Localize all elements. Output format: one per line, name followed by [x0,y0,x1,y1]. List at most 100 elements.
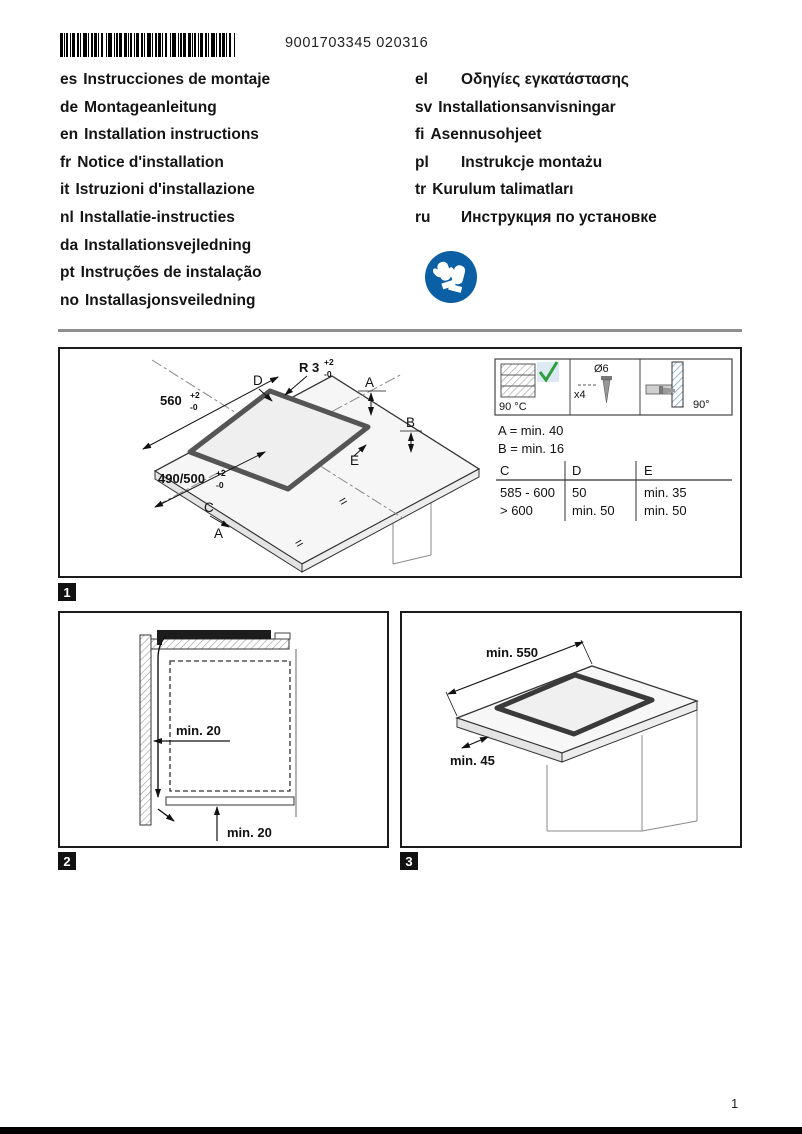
language-label: Istruzioni d'installazione [75,181,255,199]
figure-3-drawing: min. 550 min. 45 [445,639,699,832]
table-header-c: C [500,463,509,478]
screw-diameter-label: Ø6 [594,363,609,375]
barcode-number: 9001703345 020316 [285,35,429,51]
figure-3-badge: 3 [400,852,418,870]
countertop-isometric-drawing: 560 +2 -0 490/500 +2 -0 R 3 +2 -0 D A B … [142,357,481,573]
cabinet-frame [546,705,698,832]
language-code: no [60,291,79,309]
label-a-bottom: A [214,526,223,541]
bottom-rule [0,1127,802,1134]
figure-1-drawing: 560 +2 -0 490/500 +2 -0 R 3 +2 -0 D A B … [142,357,733,573]
language-item-tr: tr Kurulum talimatları [415,176,657,204]
language-code: fr [60,153,72,171]
heat-resistant-cabinet-icon [500,361,559,398]
language-label: Montageanleitung [84,98,217,116]
screw-icon [578,376,612,404]
language-label: Installatie-instructies [79,208,235,226]
cabinet-cross-section: min. 20 min. 20 [139,630,297,841]
min-width-arrow [447,641,584,695]
min-width-label: min. 550 [486,645,538,660]
language-code: el [415,71,428,88]
language-code: en [60,126,79,144]
label-e: E [350,453,359,468]
figure-2-badge: 2 [58,852,76,870]
side-clearance-label: min. 20 [176,723,221,738]
language-code: sv [415,98,433,116]
language-item-sv: sv Installationsanvisningar [415,94,657,122]
language-code: tr [415,181,427,199]
table-cell: 50 [572,485,586,500]
table-cell: 585 - 600 [500,485,555,500]
language-item-da: da Installationsvejledning [60,232,270,260]
table-header-e: E [644,463,653,478]
barcode [60,33,236,57]
language-code: pl [415,153,429,171]
shelf-board [165,796,295,806]
temp-limit-label: 90 °C [499,401,527,413]
airflow-arrows [155,635,175,822]
table-cell: > 600 [500,503,533,518]
language-label: Installationsanvisningar [438,98,616,116]
figure-1-installation-dimensions: 560 +2 -0 490/500 +2 -0 R 3 +2 -0 D A B … [58,347,742,578]
language-code: pt [60,264,75,282]
figure-2-ventilation-clearance: min. 20 min. 20 [58,611,389,848]
language-item-pt: pt Instruções de instalação [60,259,270,287]
barcode-bars [60,33,236,57]
section-divider [58,329,742,332]
language-code: de [60,98,79,116]
dim-radius-tol-minus: -0 [324,369,332,379]
language-label: Installationsvejledning [84,236,252,254]
dim-radius-tol-plus: +2 [324,357,334,367]
language-label: Installation instructions [84,126,259,144]
dim-560: 560 [160,393,182,408]
language-code: da [60,236,79,254]
label-d: D [253,373,263,388]
rule-b-min-16: B = min. 16 [498,441,564,456]
language-code: nl [60,208,74,226]
language-label: Инструкция по установке [461,208,657,226]
dim-560-tol-minus: -0 [190,402,198,412]
table-header-d: D [572,463,581,478]
dimension-lines [142,375,422,528]
panel-angle-label: 90° [693,399,710,411]
dim-radius: R 3 [299,360,319,375]
check-icon [538,361,559,383]
language-code: es [60,71,78,88]
language-code: it [60,181,70,199]
figure-1-badge: 1 [58,583,76,601]
page-number: 1 [731,1096,739,1111]
language-label: Kurulum talimatları [432,181,574,199]
language-item-pl: pl Instrukcje montażu [415,149,657,177]
label-c: C [204,500,214,515]
language-item-nl: nl Installatie-instructies [60,204,270,232]
language-item-it: it Istruzioni d'installazione [60,176,270,204]
dim-490-500: 490/500 [158,471,205,486]
language-item-en: en Installation instructions [60,121,270,149]
hob-on-worktop-isometric: min. 550 min. 45 [445,639,699,832]
figure-2-drawing: min. 20 min. 20 [139,630,297,841]
dim-490-tol-plus: +2 [216,468,226,478]
side-panel-icon [645,361,684,408]
hob-profile [157,630,271,639]
oven-cavity-outline [169,660,291,792]
language-label: Instrukcje montażu [461,153,603,171]
front-distance-label: min. 45 [450,753,495,768]
label-b: B [406,415,415,430]
language-label: Asennusohjeet [430,126,542,144]
language-label: Instruções de instalação [80,264,262,282]
screw-count-label: x4 [574,389,586,401]
language-code: fi [415,126,425,144]
table-cell: min. 35 [644,485,687,500]
bottom-clearance-label: min. 20 [227,825,272,840]
front-distance-arrow [461,736,489,749]
label-a-top: A [365,375,374,390]
table-cell: min. 50 [572,503,615,518]
rule-a-min-40: A = min. 40 [498,423,563,438]
table-cell: min. 50 [644,503,687,518]
